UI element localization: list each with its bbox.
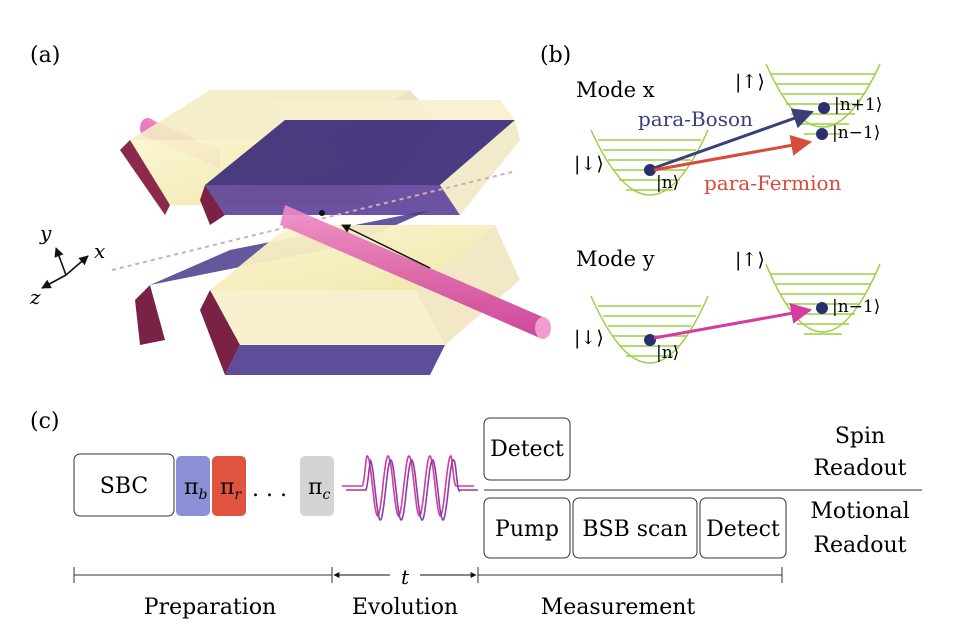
- ion-trap-3d: [111, 90, 551, 375]
- spin-readout-line1: Spin: [835, 424, 885, 449]
- ion-state-n-minus-1-y: [816, 302, 828, 314]
- state-up-y: |↑⟩: [735, 249, 765, 271]
- motional-detect-box: [699, 497, 787, 559]
- pi-c-pulse: [300, 456, 334, 516]
- state-up-x: |↑⟩: [735, 71, 765, 93]
- ion-state-n-plus-1: [818, 102, 830, 114]
- bsb-scan-box: [572, 497, 698, 559]
- motional-detect-label: Detect: [706, 517, 780, 542]
- ion-state-n-x: [644, 164, 656, 176]
- ion-state-n-y: [644, 334, 656, 346]
- state-down-x: |↓⟩: [574, 153, 604, 175]
- sbc-box: [73, 453, 175, 517]
- state-n-plus-1-label: |n+1⟩: [834, 95, 882, 115]
- state-n-minus-1-x-label: |n−1⟩: [832, 123, 880, 143]
- laser-rod-front: [280, 205, 545, 338]
- panel-c-label: (c): [30, 409, 60, 434]
- pi-r-label: πr: [220, 475, 242, 503]
- panel-b-label: (b): [540, 43, 571, 68]
- pump-label: Pump: [495, 517, 559, 542]
- motional-readout-line1: Motional: [810, 499, 909, 524]
- para-fermion-label: para-Fermion: [704, 171, 842, 195]
- para-boson-arrow: [653, 108, 814, 170]
- ion-state-n-minus-1-x: [816, 128, 828, 140]
- ion-motion-arrow: [341, 224, 431, 269]
- state-n-x: |n⟩: [656, 173, 679, 193]
- laser-rod-front-cap: [535, 317, 551, 339]
- pump-box: [483, 497, 571, 559]
- motional-readout-line2: Readout: [813, 533, 906, 558]
- mode-y-label: Mode y: [576, 247, 655, 271]
- potential-well-y-lower: [590, 295, 709, 364]
- stage-preparation: Preparation: [144, 595, 276, 620]
- state-n-y: |n⟩: [656, 343, 679, 363]
- evolution-waveform: [342, 454, 478, 522]
- bsb-scan-label: BSB scan: [582, 517, 687, 542]
- trapped-ion: [319, 210, 325, 216]
- spin-readout-line2: Readout: [813, 456, 906, 481]
- spin-detect-label: Detect: [490, 437, 564, 462]
- panel-a-label: (a): [30, 43, 60, 68]
- pi-c-label: πc: [308, 475, 330, 503]
- stage-evolution: Evolution: [352, 595, 458, 620]
- state-n-minus-1-y-label: |n−1⟩: [832, 297, 880, 317]
- para-boson-label: para-Boson: [638, 107, 753, 131]
- time-label: t: [401, 565, 410, 589]
- stage-measurement: Measurement: [541, 595, 696, 620]
- para-fermion-arrow: [653, 135, 813, 172]
- pulse-ellipsis: . . .: [252, 477, 287, 502]
- pi-b-label: πb: [184, 475, 207, 503]
- timeline: [73, 567, 783, 583]
- electrode-top-front: [200, 100, 520, 225]
- electrode-bottom-front: [200, 225, 520, 375]
- sbc-label: SBC: [100, 474, 148, 499]
- state-down-y: |↓⟩: [574, 327, 604, 349]
- spin-detect-box: [483, 417, 571, 481]
- axis-z-label: z: [29, 285, 41, 309]
- axis-y-label: y: [39, 221, 52, 245]
- axis-x-label: x: [94, 239, 105, 263]
- pi-r-pulse: [212, 456, 246, 516]
- mode-y-transition-arrow: [653, 303, 813, 340]
- mode-x-label: Mode x: [576, 78, 655, 102]
- pi-b-pulse: [176, 456, 210, 516]
- coordinate-axes: [41, 247, 89, 289]
